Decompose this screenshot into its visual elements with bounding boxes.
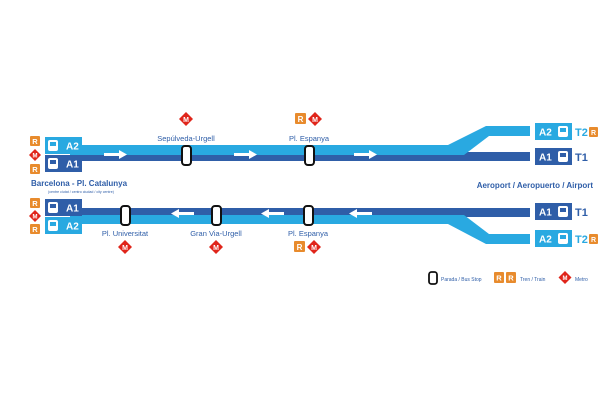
inbound-a2-branch	[448, 215, 530, 244]
stop-label-pl-universitat: Pl. Universitat	[102, 229, 149, 238]
terminal-t2-label: T2	[575, 127, 588, 139]
outbound-arrow	[104, 150, 127, 159]
outbound-arrow	[354, 150, 377, 159]
bus-stop-icon	[120, 205, 131, 226]
route-badge-a2: A2	[535, 123, 572, 140]
svg-text:R: R	[32, 137, 38, 146]
svg-text:R: R	[32, 199, 38, 208]
inbound-arrow	[171, 209, 194, 218]
inbound-a2-track	[70, 215, 460, 224]
bus-stop-icon	[181, 145, 192, 166]
svg-text:M: M	[33, 154, 38, 160]
renfe-train-icon: R	[30, 164, 40, 174]
bus-stop-icon	[211, 205, 222, 226]
renfe-train-icon: R	[494, 272, 504, 283]
renfe-train-icon: R	[589, 234, 598, 244]
legend: Parada / Bus Stop R R Tren / Train M Met…	[428, 271, 588, 285]
svg-text:A2: A2	[66, 142, 79, 153]
bus-stop-icon	[304, 145, 315, 166]
svg-text:A1: A1	[66, 204, 79, 215]
route-badge-a1: A1	[45, 199, 82, 216]
svg-text:A1: A1	[66, 160, 79, 171]
route-badge-a2: A2	[45, 137, 82, 154]
svg-text:M: M	[311, 245, 317, 252]
route-badge-a1: A1	[45, 155, 82, 172]
svg-text:A1: A1	[539, 153, 552, 164]
svg-text:A2: A2	[66, 222, 79, 233]
svg-text:A2: A2	[539, 235, 552, 246]
svg-text:R: R	[297, 243, 303, 252]
svg-text:R: R	[32, 165, 38, 174]
renfe-train-icon: R	[589, 127, 598, 137]
metro-icon: M	[307, 240, 321, 254]
stop-label-gran-via-urgell: Gran Via-Urgell	[190, 229, 242, 238]
metro-icon: M	[209, 240, 223, 254]
inbound-a1-track	[70, 208, 530, 217]
outbound-a2-branch	[448, 126, 530, 155]
metro-icon: M	[29, 149, 41, 161]
renfe-train-icon: R	[506, 272, 516, 283]
svg-text:M: M	[312, 117, 318, 124]
legend-metro-label: Metro	[575, 277, 588, 283]
renfe-train-icon: R	[30, 198, 40, 208]
metro-icon: M	[308, 112, 322, 126]
legend-train-label: Tren / Train	[520, 277, 546, 283]
svg-text:R: R	[298, 115, 304, 124]
outbound-a1-track	[70, 152, 530, 161]
airport-terminal-name: Aeroport / Aeropuerto / Airport	[477, 181, 594, 190]
terminal-t1-label: T1	[575, 152, 588, 164]
metro-icon: M	[118, 240, 132, 254]
svg-text:R: R	[496, 274, 502, 283]
legend-stop-label: Parada / Bus Stop	[441, 277, 482, 283]
metro-icon: M	[179, 112, 193, 126]
svg-text:A1: A1	[539, 208, 552, 219]
metro-icon: M	[29, 210, 41, 222]
svg-text:R: R	[508, 274, 514, 283]
svg-text:R: R	[591, 237, 596, 244]
outbound-a2-track	[70, 145, 460, 155]
terminal-t1-label: T1	[575, 207, 588, 219]
renfe-train-icon: R	[294, 241, 305, 252]
route-badge-a2: A2	[535, 230, 572, 247]
renfe-train-icon: R	[30, 224, 40, 234]
metro-icon: M	[558, 271, 572, 284]
renfe-train-icon: R	[295, 113, 306, 124]
stop-label-sepulveda-urgell: Sepúlveda-Urgell	[157, 134, 215, 143]
renfe-train-icon: R	[30, 136, 40, 146]
route-badge-a2: A2	[45, 217, 82, 234]
svg-text:A2: A2	[539, 128, 552, 139]
inbound-arrow	[261, 209, 284, 218]
svg-text:M: M	[122, 245, 128, 252]
stop-label-pl-espanya-outbound: Pl. Espanya	[289, 134, 330, 143]
svg-text:M: M	[33, 215, 38, 221]
city-terminal-subtitle: (centre ciutat / centro ciudad / city ce…	[48, 190, 114, 194]
svg-text:M: M	[213, 245, 219, 252]
route-badge-a1: A1	[535, 203, 572, 220]
svg-text:R: R	[32, 225, 38, 234]
svg-text:M: M	[563, 276, 568, 282]
inbound-arrow	[349, 209, 372, 218]
route-badge-a1: A1	[535, 148, 572, 165]
bus-stop-icon	[428, 271, 438, 285]
stop-label-pl-espanya-inbound: Pl. Espanya	[288, 229, 329, 238]
svg-text:M: M	[183, 117, 189, 124]
svg-text:R: R	[591, 130, 596, 137]
terminal-t2-label: T2	[575, 234, 588, 246]
bus-stop-icon	[303, 205, 314, 226]
city-terminal-name: Barcelona - Pl. Catalunya	[31, 179, 128, 188]
outbound-arrow	[234, 150, 257, 159]
